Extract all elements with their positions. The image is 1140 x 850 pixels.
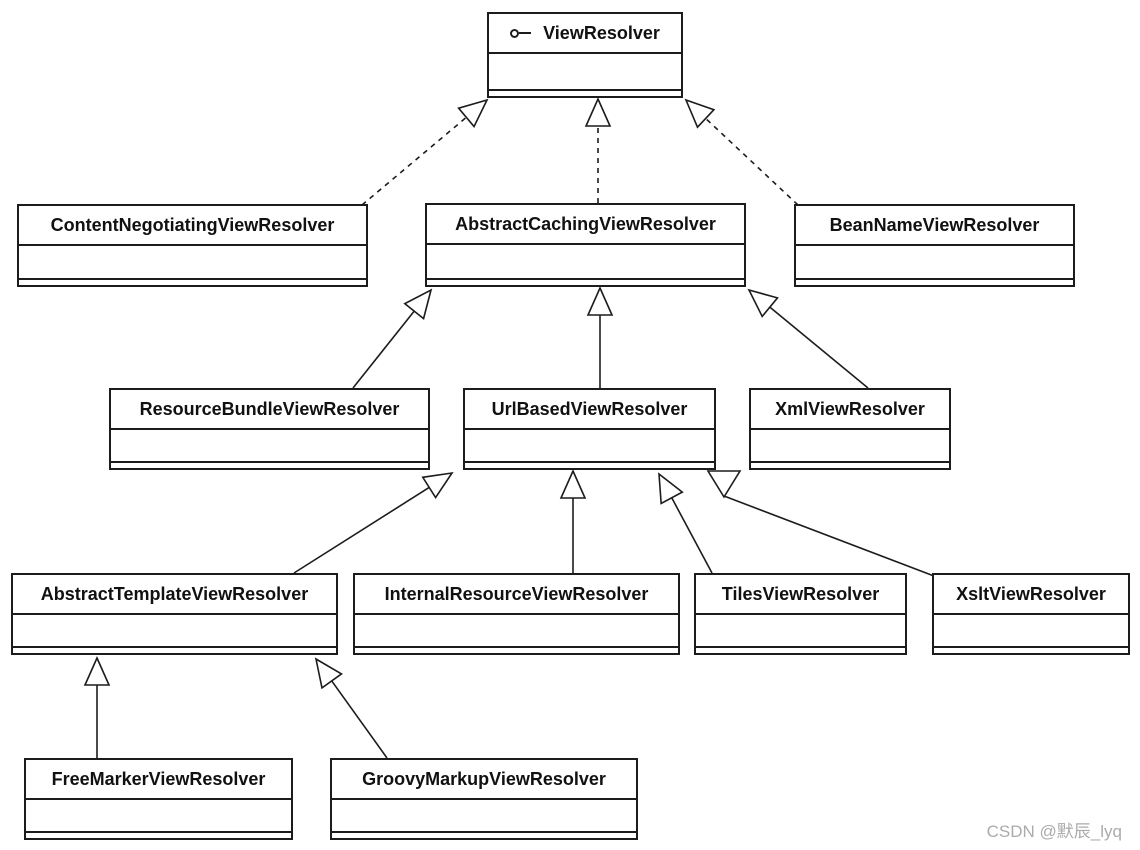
connector-TilesViewResolver-to-UrlBasedViewResolver [671, 497, 713, 574]
class-attributes-compartment [489, 54, 681, 89]
generalization-arrowhead [83, 656, 111, 686]
class-box-content-negotiating: ContentNegotiatingViewResolver [17, 204, 368, 287]
class-operations-compartment [13, 646, 336, 653]
connector-XmlViewResolver-to-AbstractCachingViewResolver [769, 306, 869, 389]
connector-BeanNameViewResolver-to-ViewResolver [705, 117, 799, 206]
class-name-label: ResourceBundleViewResolver [139, 398, 400, 419]
class-operations-compartment [465, 461, 714, 468]
realization-arrowhead [684, 98, 716, 129]
connector-AbstractTemplateViewResolver-to-UrlBasedViewResolver [293, 486, 430, 574]
class-operations-compartment [696, 646, 905, 653]
class-name-label: AbstractCachingViewResolver [455, 213, 716, 234]
class-box-xml: XmlViewResolver [749, 388, 951, 470]
class-attributes-compartment [934, 615, 1128, 646]
class-title-compartment: AbstractTemplateViewResolver [13, 575, 336, 615]
generalization-arrowhead [658, 472, 684, 505]
class-title-compartment: ViewResolver [489, 14, 681, 54]
class-box-groovy-markup: GroovyMarkupViewResolver [330, 758, 638, 840]
class-operations-compartment [796, 278, 1073, 285]
class-title-compartment: BeanNameViewResolver [796, 206, 1073, 246]
generalization-arrowhead [747, 288, 779, 318]
class-attributes-compartment [751, 430, 949, 461]
class-title-compartment: AbstractCachingViewResolver [427, 205, 744, 245]
connector-GroovyMarkupViewResolver-to-AbstractTemplateViewResolver [331, 680, 388, 759]
connector-XsltViewResolver-to-UrlBasedViewResolver [723, 495, 935, 577]
class-box-url-based: UrlBasedViewResolver [463, 388, 716, 470]
class-name-label: ViewResolver [543, 22, 660, 43]
connector-ContentNegotiatingViewResolver-to-ViewResolver [361, 116, 467, 206]
class-operations-compartment [751, 461, 949, 468]
class-operations-compartment [355, 646, 678, 653]
class-operations-compartment [111, 461, 428, 468]
class-box-resource-bundle: ResourceBundleViewResolver [109, 388, 430, 470]
class-box-internal-resource: InternalResourceViewResolver [353, 573, 680, 655]
class-title-compartment: UrlBasedViewResolver [465, 390, 714, 430]
class-attributes-compartment [465, 430, 714, 461]
class-title-compartment: XmlViewResolver [751, 390, 949, 430]
class-name-label: XsltViewResolver [956, 583, 1106, 604]
generalization-arrowhead [706, 470, 742, 499]
class-title-compartment: ResourceBundleViewResolver [111, 390, 428, 430]
class-attributes-compartment [111, 430, 428, 461]
class-name-label: GroovyMarkupViewResolver [362, 768, 606, 789]
class-box-view-resolver: ViewResolver [487, 12, 683, 98]
interface-lollipop-icon [510, 28, 532, 38]
class-operations-compartment [26, 831, 291, 838]
class-name-label: InternalResourceViewResolver [384, 583, 649, 604]
class-attributes-compartment [13, 615, 336, 646]
class-attributes-compartment [427, 245, 744, 278]
generalization-arrowhead [403, 288, 433, 320]
class-operations-compartment [19, 278, 366, 285]
class-box-abstract-caching: AbstractCachingViewResolver [425, 203, 746, 287]
class-attributes-compartment [355, 615, 678, 646]
class-box-abstract-template: AbstractTemplateViewResolver [11, 573, 338, 655]
class-title-compartment: GroovyMarkupViewResolver [332, 760, 636, 800]
class-name-label: TilesViewResolver [721, 583, 880, 604]
class-name-label: AbstractTemplateViewResolver [40, 583, 309, 604]
generalization-arrowhead [559, 469, 587, 499]
class-operations-compartment [427, 278, 744, 285]
class-name-label: FreeMarkerViewResolver [51, 768, 266, 789]
class-box-tiles: TilesViewResolver [694, 573, 907, 655]
class-name-label: ContentNegotiatingViewResolver [50, 214, 335, 235]
class-title-compartment: ContentNegotiatingViewResolver [19, 206, 366, 246]
class-operations-compartment [934, 646, 1128, 653]
class-name-label: BeanNameViewResolver [829, 214, 1040, 235]
class-attributes-compartment [696, 615, 905, 646]
class-attributes-compartment [332, 800, 636, 831]
class-name-label: UrlBasedViewResolver [491, 398, 688, 419]
class-title-compartment: InternalResourceViewResolver [355, 575, 678, 615]
realization-arrowhead [584, 97, 612, 127]
class-name-label: XmlViewResolver [775, 398, 925, 419]
realization-arrowhead [457, 98, 489, 129]
class-box-free-marker: FreeMarkerViewResolver [24, 758, 293, 840]
class-attributes-compartment [796, 246, 1073, 278]
class-box-xslt: XsltViewResolver [932, 573, 1130, 655]
class-title-compartment: FreeMarkerViewResolver [26, 760, 291, 800]
connector-ResourceBundleViewResolver-to-AbstractCachingViewResolver [352, 310, 415, 389]
class-operations-compartment [332, 831, 636, 838]
csdn-watermark: CSDN @默辰_lyq [986, 822, 1122, 841]
generalization-arrowhead [314, 657, 343, 690]
class-attributes-compartment [26, 800, 291, 831]
class-title-compartment: XsltViewResolver [934, 575, 1128, 615]
generalization-arrowhead [421, 471, 454, 500]
class-box-bean-name: BeanNameViewResolver [794, 204, 1075, 287]
class-title-compartment: TilesViewResolver [696, 575, 905, 615]
class-operations-compartment [489, 89, 681, 96]
class-attributes-compartment [19, 246, 366, 278]
generalization-arrowhead [586, 286, 614, 316]
